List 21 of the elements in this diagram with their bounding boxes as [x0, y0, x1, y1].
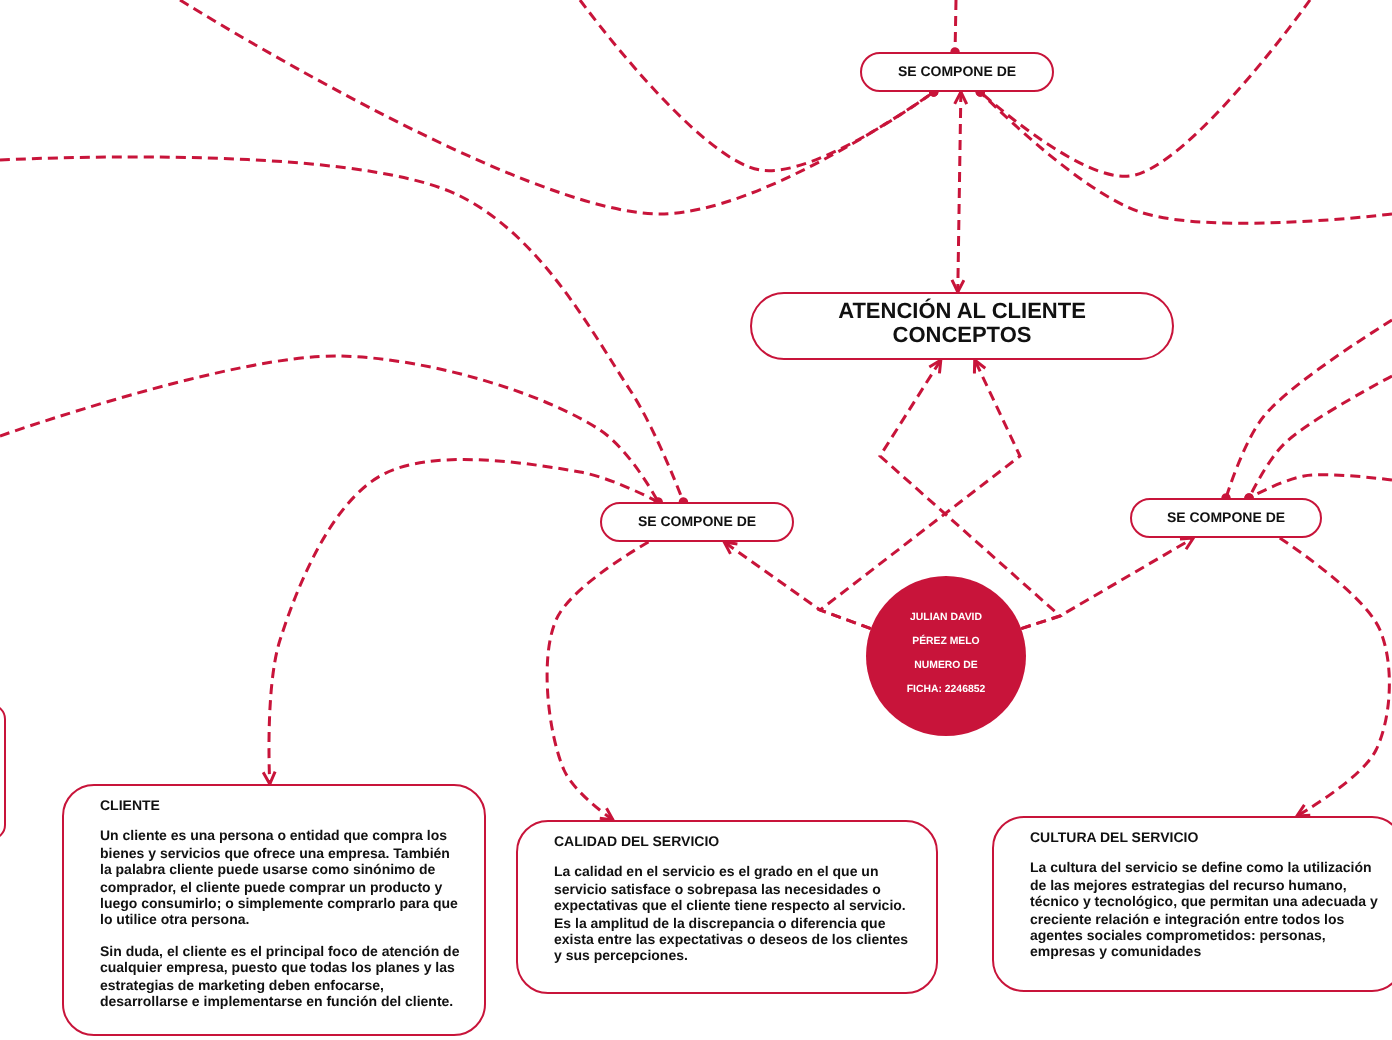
connector-line: [578, 0, 939, 172]
arrow: [1278, 536, 1391, 818]
connector-line: [975, 0, 1312, 178]
connector-box: [600, 502, 794, 542]
arrow: [950, 90, 969, 294]
concept-box: [750, 292, 1174, 360]
arrow: [722, 540, 872, 631]
info-card: [992, 816, 1392, 992]
connector-line: [950, 0, 960, 57]
connector-line: [0, 155, 689, 507]
info-card: [62, 784, 486, 1036]
arrow: [545, 540, 650, 822]
connector-box: [860, 52, 1054, 92]
connector-line: [1221, 318, 1392, 503]
arrow: [261, 458, 659, 786]
connector-box: [1130, 498, 1322, 538]
connector-line: [1244, 473, 1392, 503]
connector-line: [0, 354, 663, 507]
arrow: [1020, 536, 1195, 631]
node-title: ATENCIÓN AL CLIENTE CONCEPTOS: [836, 302, 1088, 350]
info-card: [516, 820, 938, 994]
